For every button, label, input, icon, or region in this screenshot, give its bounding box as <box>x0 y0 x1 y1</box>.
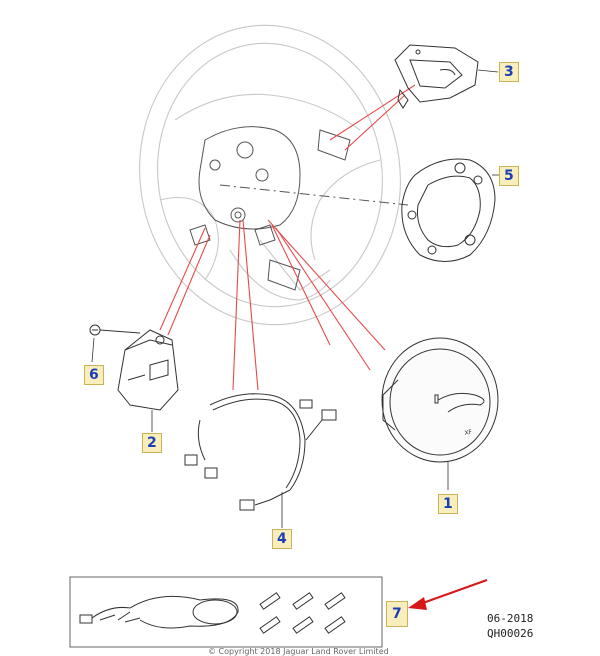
kit-splices <box>259 592 346 634</box>
screw-part <box>89 324 141 336</box>
harness-part <box>184 393 337 511</box>
switch-pack-part <box>394 44 479 109</box>
kit-box <box>69 576 383 648</box>
dashed-axis <box>219 184 409 206</box>
callout-1: 1 <box>438 494 458 514</box>
date-label: 06-2018 <box>487 612 534 625</box>
back-cover-part <box>401 158 496 262</box>
callout-3: 3 <box>499 62 519 82</box>
leader-lines <box>159 84 416 391</box>
leader-line-3 <box>477 69 499 73</box>
steering-wheel <box>139 24 401 326</box>
callout-5: 5 <box>499 166 519 186</box>
airbag-label: XF <box>464 428 473 437</box>
callout-7: 7 <box>386 601 408 627</box>
kit-harness <box>79 595 239 629</box>
arrow-to-7 <box>408 579 488 610</box>
copyright-notice: © Copyright 2018 Jaguar Land Rover Limit… <box>208 647 389 656</box>
clockspring-part <box>117 329 179 411</box>
steering-hub <box>189 126 351 291</box>
callout-6: 6 <box>84 365 104 385</box>
code-label: QH00026 <box>487 627 534 640</box>
airbag-part <box>381 337 499 463</box>
leader-line-6 <box>91 337 95 363</box>
callout-4: 4 <box>272 529 292 549</box>
callout-2: 2 <box>142 433 162 453</box>
